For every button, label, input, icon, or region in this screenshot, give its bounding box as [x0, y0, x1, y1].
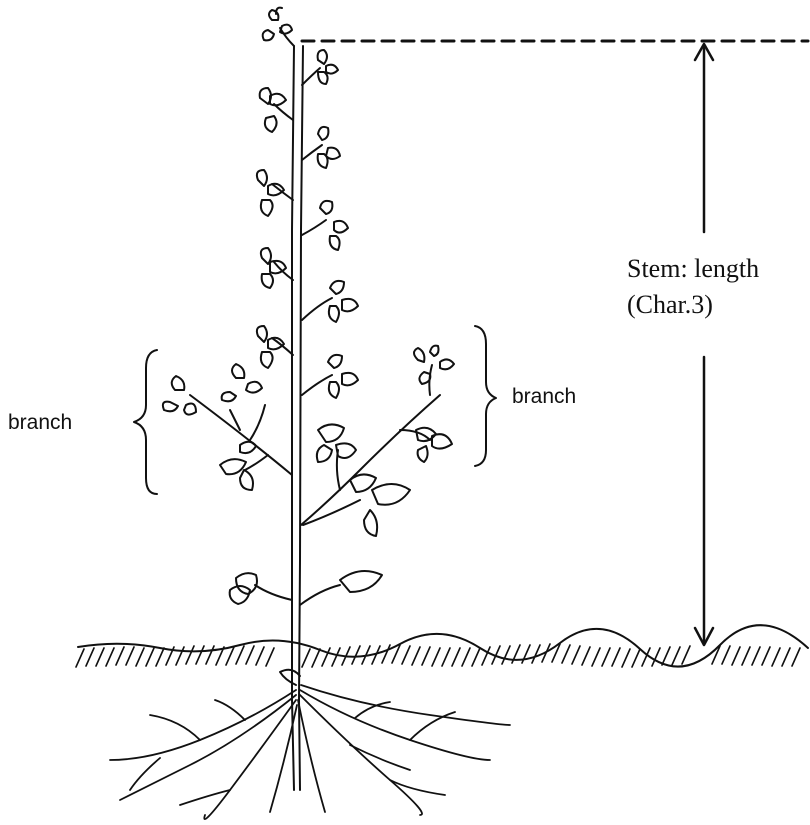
branch-label-left: branch: [8, 412, 72, 433]
stem-length-arrow: [695, 44, 713, 645]
right-branch: [301, 346, 454, 536]
lower-leaves: [230, 571, 382, 685]
branch-label-right: branch: [512, 386, 576, 407]
right-bracket: [475, 326, 496, 466]
stem-leaves: [257, 8, 358, 398]
main-stem: [292, 46, 303, 790]
left-bracket: [134, 350, 157, 494]
character-reference-label: (Char.3): [627, 292, 713, 318]
left-branch: [163, 364, 292, 490]
stem-length-label: Stem: length: [627, 256, 759, 282]
roots: [110, 685, 510, 819]
